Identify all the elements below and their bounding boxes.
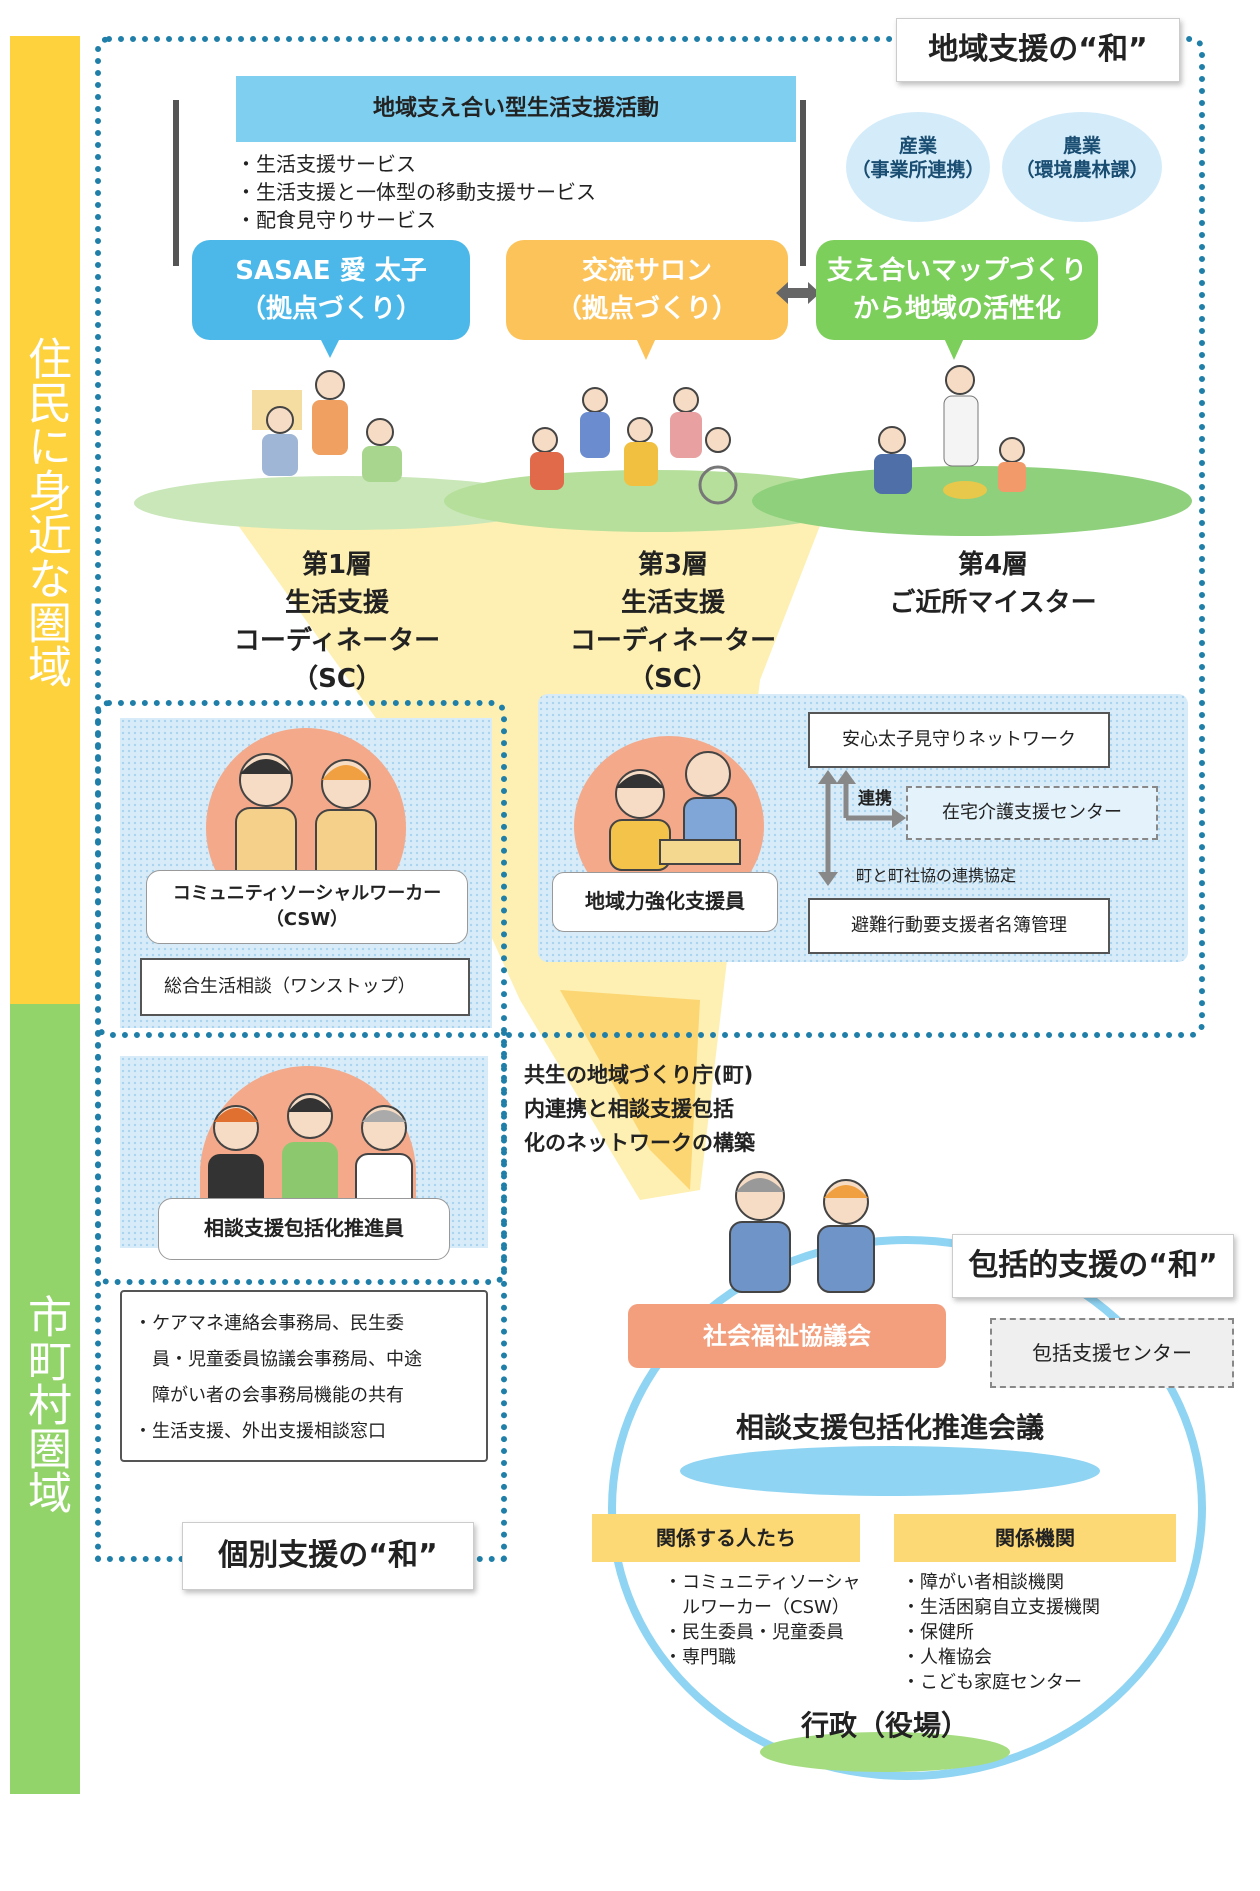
side-band-local-label: 住民に身近な圏域 (20, 336, 71, 688)
home-care-center-box: 在宅介護支援センター (906, 786, 1158, 840)
duty-item: 員・児童委員協議会事務局、中途 (134, 1349, 422, 1370)
people-item: ・民生委員・児童委員 (664, 1622, 844, 1643)
agency-item: ・生活困窮自立支援機関 (902, 1597, 1100, 1618)
people-item: ルワーカー（CSW） (664, 1597, 850, 1618)
comprehensive-support-label: 包括的支援の“和” (952, 1234, 1234, 1298)
comprehensive-circle (608, 1236, 1206, 1780)
csw-workers-illustration (235, 753, 377, 890)
hub-map: 支え合いマップづくり から地域の活性化 (816, 240, 1098, 340)
network-note-line: 化のネットワークの構築 (524, 1131, 755, 1155)
layer4-role: ご近所マイスター (889, 588, 1097, 618)
hub-sasae-line2: （拠点づくり） (239, 294, 422, 324)
cloud-industry: 産業 （事業所連携） (846, 112, 990, 222)
service-item: ・生活支援サービス (236, 152, 416, 176)
layer4-label: 第4層 ご近所マイスター (858, 546, 1128, 622)
activity-title: 地域支え合い型生活支援活動 (236, 76, 796, 142)
admin-ellipse (760, 1732, 1010, 1772)
csw-title-line2: （CSW） (265, 909, 349, 930)
regional-support-label: 地域支援の“和” (896, 18, 1180, 82)
regional-worker-illustration (609, 751, 741, 871)
side-band-municipal: 市町村圏域 (10, 1004, 80, 1794)
duty-item: 障がい者の会事務局機能の共有 (134, 1385, 404, 1406)
service-list: ・生活支援サービス ・生活支援と一体型の移動支援サービス ・配食見守りサービス (236, 150, 596, 234)
bubble-tails (320, 338, 964, 360)
individual-support-frame (95, 700, 507, 1285)
promotion-meeting-title: 相談支援包括化推進会議 (735, 1411, 1044, 1444)
cloud-agriculture-line2: （環境農林課） (1015, 159, 1149, 181)
people-header: 関係する人たち (592, 1514, 860, 1562)
duty-item: ・生活支援、外出支援相談窓口 (134, 1421, 386, 1442)
social-welfare-council: 社会福祉協議会 (628, 1304, 946, 1368)
layer1-label: 第1層 生活支援 コーディネーター （SC） (212, 546, 462, 698)
hub-salon-line2: （拠点づくり） (555, 294, 738, 324)
service-item: ・生活支援と一体型の移動支援サービス (236, 180, 596, 204)
cloud-industry-line1: 産業 (898, 135, 937, 157)
funnel-shape (220, 500, 830, 1200)
meeting-ellipse (680, 1446, 1100, 1496)
cloud-industry-line2: （事業所連携） (851, 159, 985, 181)
link-arrows (818, 770, 906, 886)
promoter-role-box: 相談支援包括化推進員 (158, 1198, 450, 1260)
agency-item: ・障がい者相談機関 (902, 1572, 1064, 1593)
layer3-role-title: コーディネーター (569, 626, 777, 656)
bracket-left (173, 100, 179, 266)
side-band-municipal-label: 市町村圏域 (20, 1294, 71, 1514)
csw-title-line1: コミュニティソーシャルワーカー (172, 883, 442, 904)
link-label: 連携 (858, 789, 892, 809)
people-item: ・専門職 (664, 1647, 736, 1668)
comprehensive-center-box: 包括支援センター (990, 1318, 1234, 1388)
agency-item: ・人権協会 (902, 1647, 992, 1668)
community-people-illustration (252, 365, 1026, 505)
network-note-line: 内連携と相談支援包括 (524, 1097, 734, 1121)
agencies-header: 関係機関 (894, 1514, 1176, 1562)
hub-salon-line1: 交流サロン (581, 256, 712, 286)
individual-frame-left (95, 1030, 107, 1562)
promoter-duties-box: ・ケアマネ連絡会事務局、民生委 員・児童委員協議会事務局、中途 障がい者の会事務… (120, 1290, 488, 1462)
duty-item: ・ケアマネ連絡会事務局、民生委 (134, 1313, 404, 1334)
hub-map-line1: 支え合いマップづくり (826, 256, 1087, 286)
side-band-local: 住民に身近な圏域 (10, 36, 80, 1011)
network-note: 共生の地域づくり庁(町) 内連携と相談支援包括 化のネットワークの構築 (524, 1058, 755, 1160)
layer1-level: 第1層 (301, 550, 373, 580)
people-list: ・コミュニティソーシャ ルワーカー（CSW） ・民生委員・児童委員 ・専門職 (664, 1570, 861, 1670)
layer1-abbr: （SC） (292, 664, 382, 694)
layer3-level: 第3層 (637, 550, 709, 580)
bracket-right (800, 100, 806, 266)
hub-sasae: SASAE 愛 太子 （拠点づくり） (192, 240, 470, 340)
watch-network-box: 安心太子見守りネットワーク (808, 712, 1110, 768)
agency-item: ・保健所 (902, 1622, 974, 1643)
service-item: ・配食見守りサービス (236, 208, 436, 232)
council-staff-illustration (729, 1171, 875, 1293)
layer3-abbr: （SC） (628, 664, 718, 694)
ground-layer4 (752, 466, 1192, 536)
network-note-line: 共生の地域づくり庁(町) (524, 1063, 754, 1087)
hub-sasae-line1: SASAE 愛 太子 (235, 256, 427, 286)
layer1-role-title: コーディネーター (233, 626, 441, 656)
regional-role-box: 地域力強化支援員 (552, 872, 778, 932)
cloud-agriculture: 農業 （環境農林課） (1002, 112, 1162, 222)
evacuation-registry-box: 避難行動要支援者名簿管理 (808, 898, 1110, 954)
csw-title: コミュニティソーシャルワーカー （CSW） (146, 870, 468, 944)
cloud-agriculture-line1: 農業 (1062, 135, 1101, 157)
hub-salon: 交流サロン （拠点づくり） (506, 240, 788, 340)
individual-support-label: 個別支援の“和” (182, 1522, 474, 1590)
layer3-label: 第3層 生活支援 コーディネーター （SC） (548, 546, 798, 698)
people-item: ・コミュニティソーシャ (664, 1572, 861, 1593)
hub-map-line2: から地域の活性化 (852, 294, 1061, 324)
agencies-list: ・障がい者相談機関 ・生活困窮自立支援機関 ・保健所 ・人権協会 ・こども家庭セ… (902, 1570, 1100, 1695)
layer3-role: 生活支援 (620, 588, 725, 618)
agency-item: ・こども家庭センター (902, 1672, 1082, 1693)
csw-service-box: 総合生活相談（ワンストップ） (140, 958, 470, 1016)
agreement-label: 町と町社協の連携協定 (856, 866, 1017, 885)
layer1-role: 生活支援 (284, 588, 389, 618)
layer4-level: 第4層 (957, 550, 1029, 580)
individual-frame-right (501, 1030, 513, 1562)
regional-support-frame (95, 36, 1205, 1038)
administration-label: 行政（役場） (800, 1709, 969, 1742)
double-arrow-icon (776, 280, 820, 306)
